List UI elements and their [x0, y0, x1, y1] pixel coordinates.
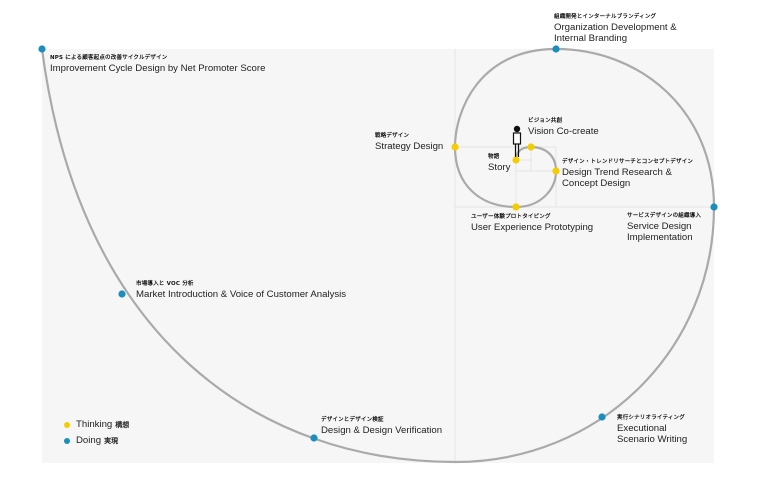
label-trend: デザイン・トレンドリサーチとコンセプトデザイン Design Trend Res… [562, 159, 693, 189]
label-vision: ビジョン共創 Vision Co-create [528, 118, 599, 137]
dot-strategy [451, 143, 459, 151]
thinking-dot-icon [64, 421, 70, 428]
label-org-jp: 組織開発とインターナルブランディング [554, 14, 657, 20]
label-service-jp: サービスデザインの組織導入 [627, 213, 702, 219]
label-executional-en1: Executional [617, 423, 667, 435]
label-strategy-jp: 戦略デザイン [375, 133, 410, 139]
dot-nps [38, 45, 46, 53]
label-service-en2: Implementation [627, 232, 693, 244]
label-strategy-en: Strategy Design [375, 141, 444, 153]
dot-org [552, 45, 560, 53]
spiral-path [40, 47, 716, 464]
label-trend-jp: デザイン・トレンドリサーチとコンセプトデザイン [562, 159, 694, 165]
label-nps-en: Improvement Cycle Design by Net Promoter… [50, 63, 266, 75]
dot-service [710, 203, 718, 211]
label-org-en2: Internal Branding [554, 33, 628, 45]
dot-executional [598, 413, 606, 421]
doing-dot-icon [64, 437, 70, 444]
label-verification-en: Design & Design Verification [321, 425, 443, 437]
label-service-en1: Service Design [627, 221, 692, 233]
label-service: サービスデザインの組織導入 Service Design Implementat… [627, 213, 701, 243]
label-market: 市場導入と VOC 分析 Market Introduction & Voice… [136, 281, 346, 300]
label-market-jp: 市場導入と VOC 分析 [136, 281, 194, 287]
dot-story [512, 156, 520, 164]
legend-doing-jp: 実現 [104, 436, 119, 445]
label-executional-en2: Scenario Writing [617, 434, 688, 446]
label-nps: NPS による顧客起点の改善サイクルデザイン Improvement Cycle… [50, 55, 265, 74]
node-dots [38, 45, 718, 442]
dot-ux [512, 203, 520, 211]
label-story-jp: 物語 [488, 154, 500, 160]
label-market-en: Market Introduction & Voice of Customer … [136, 289, 347, 301]
dot-vision [527, 143, 535, 151]
dot-verification [310, 434, 318, 442]
label-ux-en: User Experience Prototyping [471, 222, 594, 234]
person-icon [512, 125, 522, 157]
label-vision-jp: ビジョン共創 [528, 118, 563, 124]
label-org-en1: Organization Development & [554, 22, 677, 34]
label-nps-jp: NPS による顧客起点の改善サイクルデザイン [50, 55, 168, 61]
legend-doing: Doing 実現 [64, 435, 129, 446]
legend: Thinking 構想 Doing 実現 [64, 419, 129, 451]
label-org: 組織開発とインターナルブランディング Organization Developm… [554, 14, 677, 44]
legend-thinking-jp: 構想 [115, 420, 130, 429]
background-panel [42, 49, 714, 463]
label-executional-jp: 実行シナリオライティング [617, 415, 685, 421]
legend-thinking: Thinking 構想 [64, 419, 129, 430]
label-trend-en1: Design Trend Research & [562, 167, 672, 179]
label-trend-en2: Concept Design [562, 178, 631, 190]
label-strategy: 戦略デザイン Strategy Design [375, 133, 443, 152]
label-verification: デザインとデザイン検証 Design & Design Verification [321, 417, 442, 436]
label-ux-jp: ユーザー体験プロトタイピング [471, 214, 551, 220]
label-story: 物語 Story [488, 154, 510, 173]
legend-doing-en: Doing [76, 435, 102, 446]
label-ux: ユーザー体験プロトタイピング User Experience Prototypi… [471, 214, 593, 233]
dot-market [118, 290, 126, 298]
golden-grid [454, 49, 714, 462]
label-vision-en: Vision Co-create [528, 126, 599, 138]
legend-thinking-en: Thinking [76, 419, 113, 430]
label-executional: 実行シナリオライティング Executional Scenario Writin… [617, 415, 687, 445]
dot-trend [552, 167, 560, 175]
label-story-en: Story [488, 162, 511, 174]
label-verification-jp: デザインとデザイン検証 [321, 417, 384, 423]
